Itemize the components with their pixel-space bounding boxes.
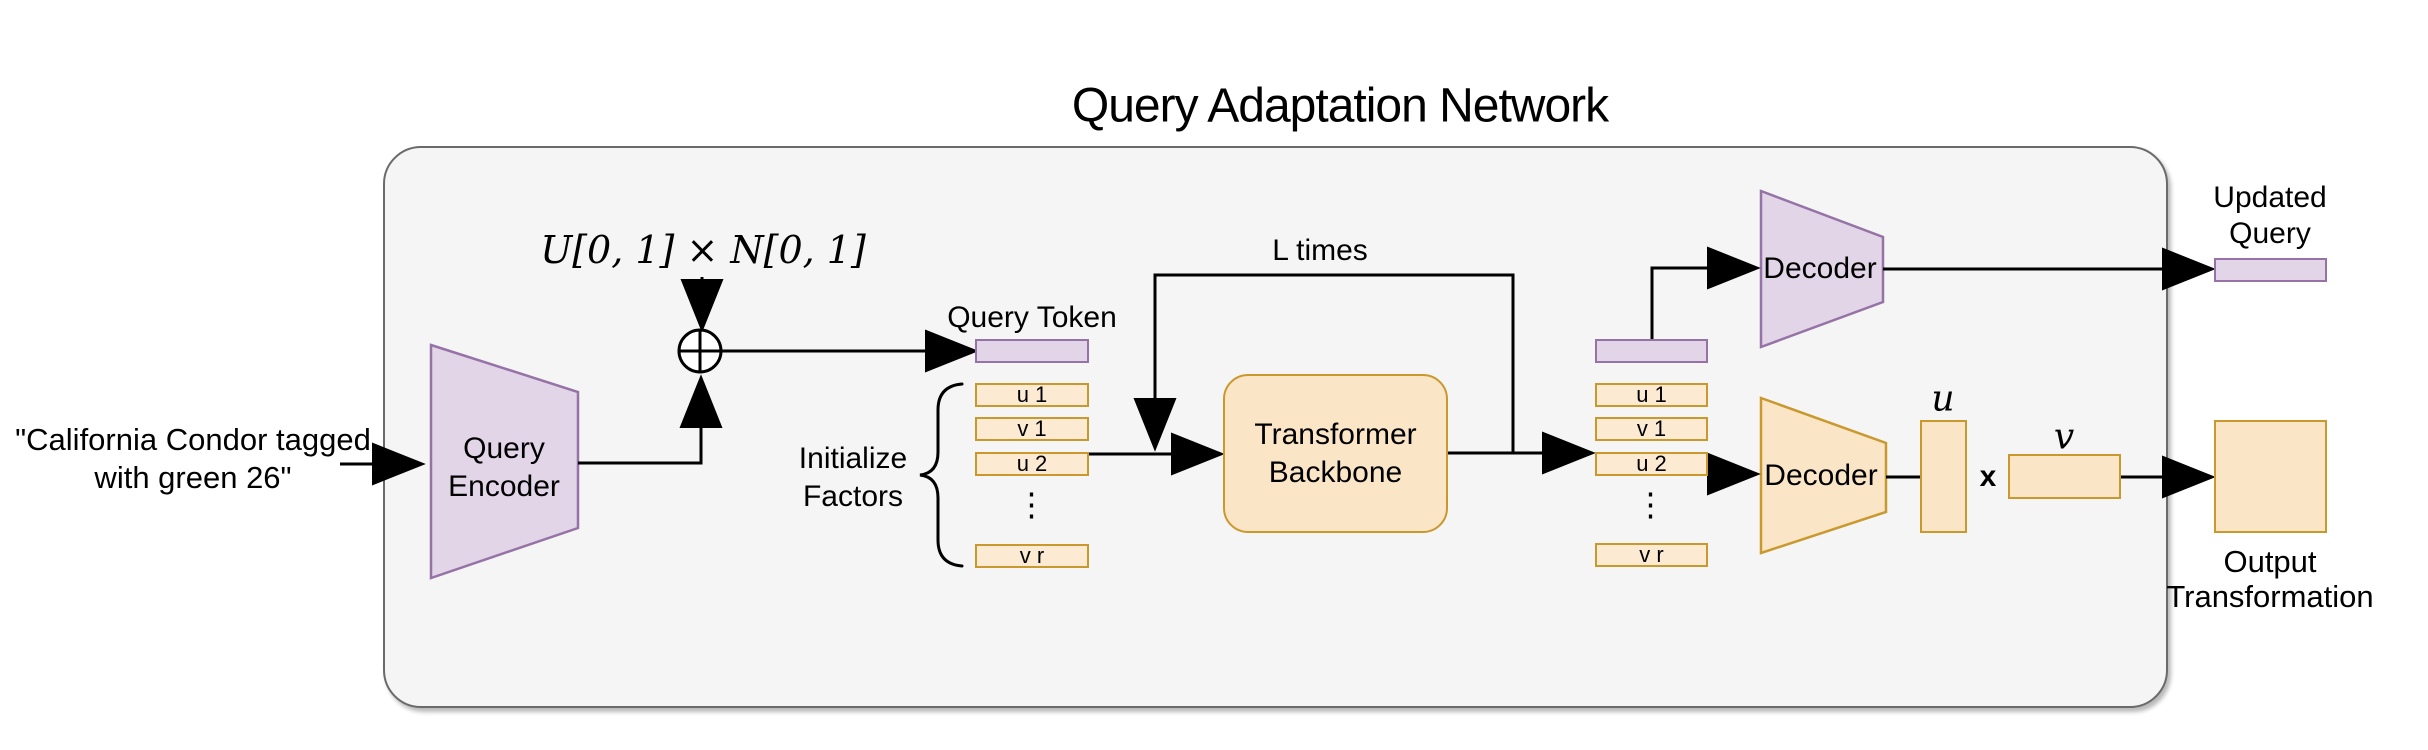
query-encoder-shape bbox=[429, 343, 580, 580]
updated-query-box bbox=[2214, 258, 2327, 282]
out-token-vr: v r bbox=[1595, 542, 1708, 567]
multiply-symbol: x bbox=[1979, 459, 1997, 493]
decoder-top-shape bbox=[1759, 189, 1885, 349]
decoder-bottom-shape bbox=[1759, 396, 1888, 555]
transformer-label-line1: Transformer bbox=[1254, 417, 1417, 451]
output-transformation-box bbox=[2214, 420, 2327, 533]
query-encoder-label-line1: Query bbox=[463, 431, 545, 465]
input-query-line1: "California Condor tagged bbox=[15, 422, 371, 458]
query-encoder-label-line2: Encoder bbox=[448, 469, 560, 503]
factor-token-u1: u 1 bbox=[975, 382, 1089, 407]
factor-token-v1: v 1 bbox=[975, 416, 1089, 441]
initialize-factors-line2: Factors bbox=[802, 479, 904, 513]
stack1-ellipsis: ⋮ bbox=[1015, 486, 1049, 523]
query-token-label: Query Token bbox=[947, 300, 1117, 334]
loop-count-label: L times bbox=[1272, 233, 1368, 267]
transformer-label-line2: Backbone bbox=[1268, 455, 1403, 489]
factor-token-u2: u 2 bbox=[975, 451, 1089, 476]
stack2-ellipsis: ⋮ bbox=[1634, 486, 1668, 523]
output-transformation-label-line2: Transformation bbox=[2166, 579, 2374, 615]
initialize-factors-line1: Initialize bbox=[798, 441, 908, 475]
updated-query-label-line2: Query bbox=[2229, 216, 2311, 250]
query-token-out bbox=[1595, 339, 1708, 363]
loop-feedback-path bbox=[1133, 273, 1515, 453]
u-matrix-label: u bbox=[1931, 378, 1955, 420]
figure-title: Query Adaptation Network bbox=[1071, 79, 1609, 133]
circle-plus-icon bbox=[677, 328, 723, 374]
updated-query-label-line1: Updated bbox=[2213, 180, 2327, 214]
input-query-line2: with green 26" bbox=[94, 460, 292, 496]
output-transformation-label-line1: Output bbox=[2223, 544, 2317, 580]
factor-token-vr: v r bbox=[975, 543, 1089, 568]
out-token-v1: v 1 bbox=[1595, 416, 1708, 441]
decoder-top-label: Decoder bbox=[1763, 251, 1877, 285]
arrow-token2-to-decoder-top bbox=[1650, 246, 1761, 339]
decoder-bottom-label: Decoder bbox=[1764, 458, 1878, 492]
out-token-u2: u 2 bbox=[1595, 451, 1708, 476]
arrow-encoder-to-plus bbox=[578, 374, 723, 465]
v-matrix-label: v bbox=[2053, 416, 2075, 458]
u-matrix bbox=[1920, 420, 1967, 533]
v-matrix bbox=[2008, 454, 2121, 499]
transformer-backbone-box: Transformer Backbone bbox=[1223, 374, 1448, 533]
noise-distribution-formula: U[0, 1] × N[0, 1] bbox=[540, 228, 866, 273]
initialize-factors-brace bbox=[919, 382, 964, 568]
out-token-u1: u 1 bbox=[1595, 382, 1708, 407]
query-token bbox=[975, 339, 1089, 363]
